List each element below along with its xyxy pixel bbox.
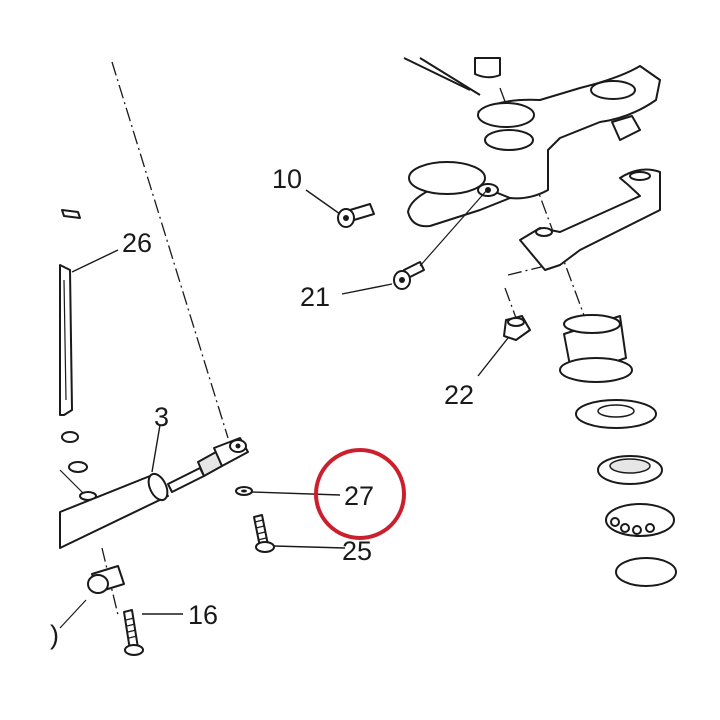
highlight-circle-27[interactable] bbox=[314, 448, 406, 540]
callout-25: 25 bbox=[342, 536, 372, 566]
callout-16: 16 bbox=[188, 600, 218, 630]
center-line-right bbox=[499, 87, 586, 319]
center-line-left bbox=[111, 61, 229, 439]
stem-nut bbox=[559, 314, 633, 383]
nut-22 bbox=[503, 315, 531, 341]
fork-leg-left bbox=[59, 209, 97, 501]
callout-27: 27 bbox=[344, 481, 374, 511]
bolt-21 bbox=[393, 189, 488, 290]
leader-26 bbox=[71, 249, 119, 273]
lower-race bbox=[615, 557, 677, 587]
triple-clamp-top bbox=[403, 57, 661, 228]
damper-clamp bbox=[59, 565, 125, 629]
bearing-cup bbox=[597, 455, 663, 485]
leader-25 bbox=[273, 545, 346, 549]
leader-3 bbox=[151, 424, 161, 473]
callout-3: 3 bbox=[154, 402, 169, 432]
ball-bearing bbox=[605, 503, 675, 537]
center-line-bracket bbox=[507, 265, 546, 276]
bolt-10 bbox=[337, 203, 375, 228]
center-line-bolt-22 bbox=[504, 287, 517, 319]
washer-27 bbox=[235, 486, 253, 496]
leader-10 bbox=[305, 189, 341, 215]
callout-22: 22 bbox=[444, 380, 474, 410]
leader-27 bbox=[251, 491, 341, 496]
screw-16 bbox=[123, 609, 144, 656]
callout-10: 10 bbox=[272, 164, 302, 194]
callout-partial-left: ) bbox=[50, 620, 59, 650]
leader-21 bbox=[341, 283, 393, 295]
steering-damper bbox=[59, 437, 249, 549]
dust-seal bbox=[575, 399, 657, 429]
screw-25 bbox=[253, 514, 275, 553]
leader-22 bbox=[477, 337, 509, 377]
callout-21: 21 bbox=[300, 282, 330, 312]
callout-26: 26 bbox=[122, 228, 152, 258]
instrument-bracket bbox=[519, 168, 661, 271]
